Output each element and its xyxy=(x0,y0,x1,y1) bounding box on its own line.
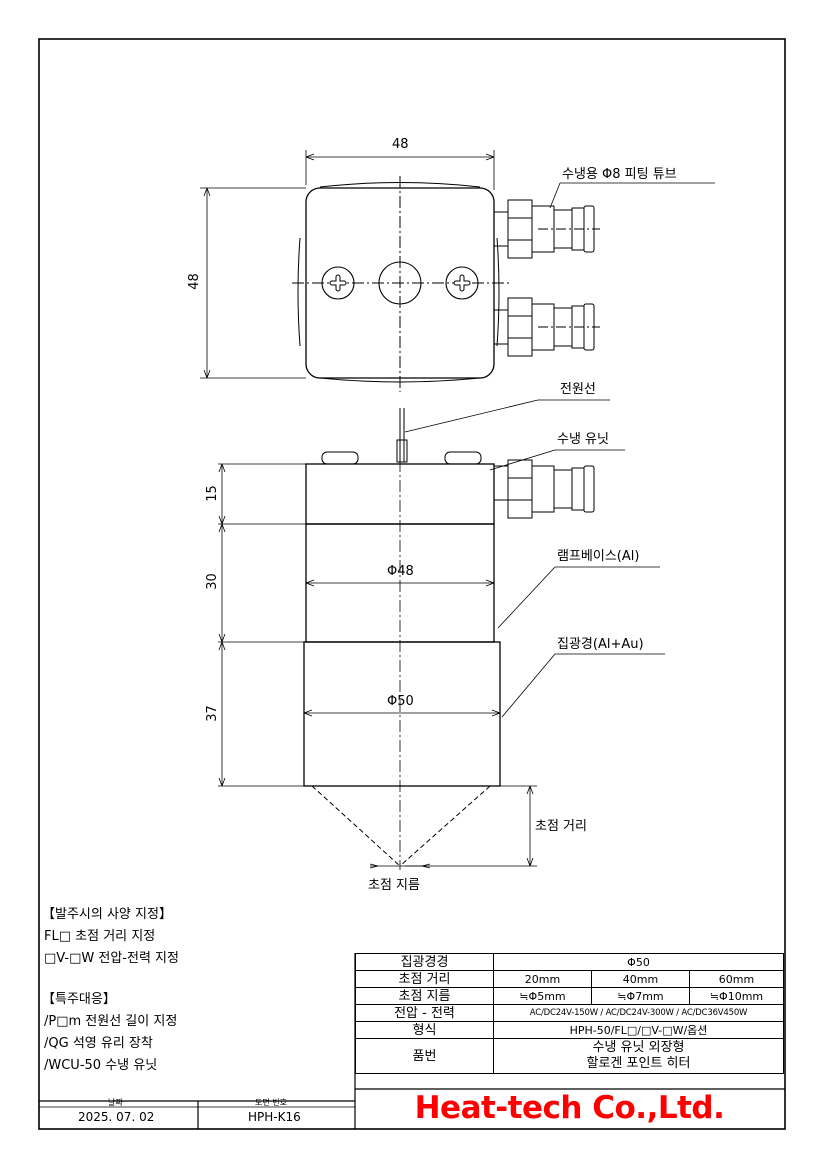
dim-top-width: 48 xyxy=(392,137,409,152)
product-line-1: 수냉 유닛 외장형 xyxy=(592,1040,685,1055)
callout-reflector: 집광경(Al+Au) xyxy=(557,637,644,652)
special-line-1: /P□m 전원선 길이 지정 xyxy=(44,1014,178,1029)
special-title: 【특주대응】 xyxy=(42,992,116,1007)
reflector-block xyxy=(303,641,501,787)
drawing-no-value: HPH-K16 xyxy=(248,1110,301,1124)
special-line-3: /WCU-50 수냉 유닛 xyxy=(44,1058,158,1073)
callout-focal-diameter: 초점 지름 xyxy=(368,878,420,893)
table-cell: ≒Φ5mm xyxy=(493,987,592,1005)
order-spec-line-2: □V-□W 전압-전력 지정 xyxy=(44,951,179,966)
table-cell: 40mm xyxy=(591,970,690,988)
table-row: 집광경경 Φ50 xyxy=(355,953,784,971)
table-cell: ≒Φ10mm xyxy=(689,987,784,1005)
dim-15: 15 xyxy=(204,485,220,502)
callout-power-cable: 전원선 xyxy=(560,382,596,397)
screw-left xyxy=(321,266,355,300)
product-line-2: 할로겐 포인트 히터 xyxy=(586,1056,691,1071)
company-logo: Heat-tech Co.,Ltd. xyxy=(414,1090,725,1126)
date-value: 2025. 07. 02 xyxy=(78,1110,155,1124)
table-row: 품번 수냉 유닛 외장형 할로겐 포인트 히터 xyxy=(355,1038,784,1074)
dim-37: 37 xyxy=(204,705,220,722)
row-label: 집광경경 xyxy=(355,953,494,971)
side-view xyxy=(218,399,665,870)
row-label: 초점 거리 xyxy=(355,970,494,988)
row-label: 초점 지름 xyxy=(355,987,494,1005)
center-port xyxy=(378,261,422,305)
row-label: 형식 xyxy=(355,1021,494,1039)
table-cell: Φ50 xyxy=(493,953,784,971)
table-cell: ≒Φ7mm xyxy=(591,987,690,1005)
table-row: 전압 - 전력 AC/DC24V-150W / AC/DC24V-300W / … xyxy=(355,1004,784,1022)
callout-fitting-tube: 수냉용 Φ8 피팅 튜브 xyxy=(562,167,677,182)
table-cell: HPH-50/FL□/□V-□W/옵션 xyxy=(493,1021,784,1039)
table-cell: 수냉 유닛 외장형 할로겐 포인트 히터 xyxy=(493,1038,784,1074)
table-row: 초점 지름 ≒Φ5mm ≒Φ7mm ≒Φ10mm xyxy=(355,987,784,1005)
callout-cooling-unit: 수냉 유닛 xyxy=(557,432,609,447)
date-label: 날짜 xyxy=(108,1098,123,1107)
callout-focal-distance: 초점 거리 xyxy=(535,819,587,834)
dim-top-height: 48 xyxy=(186,273,202,290)
drawing-frame xyxy=(38,38,786,1130)
drawing-no-label: 도면 번호 xyxy=(255,1098,287,1107)
order-spec-line-1: FL□ 초점 거리 지정 xyxy=(44,929,156,944)
dim-dia-50: Φ50 xyxy=(387,694,414,709)
table-row: 초점 거리 20mm 40mm 60mm xyxy=(355,970,784,988)
spec-table: 집광경경 Φ50 초점 거리 20mm 40mm 60mm 초점 지름 ≒Φ5m… xyxy=(355,953,784,1074)
order-spec-title: 【발주시의 사양 지정】 xyxy=(42,907,172,922)
table-cell: AC/DC24V-150W / AC/DC24V-300W / AC/DC36V… xyxy=(493,1004,784,1022)
row-label: 품번 xyxy=(355,1038,494,1074)
table-row: 형식 HPH-50/FL□/□V-□W/옵션 xyxy=(355,1021,784,1039)
row-label: 전압 - 전력 xyxy=(355,1004,494,1022)
special-line-2: /QG 석영 유리 장착 xyxy=(44,1036,153,1051)
fitting-side xyxy=(493,459,595,519)
dim-dia-48: Φ48 xyxy=(387,564,414,579)
dim-30: 30 xyxy=(204,573,220,590)
table-cell: 20mm xyxy=(493,970,592,988)
screw-right xyxy=(445,266,479,300)
fitting-upper xyxy=(493,199,600,259)
callout-lamp-base: 램프베이스(Al) xyxy=(557,549,640,564)
table-cell: 60mm xyxy=(689,970,784,988)
top-view xyxy=(200,150,715,392)
fitting-lower xyxy=(493,297,600,357)
